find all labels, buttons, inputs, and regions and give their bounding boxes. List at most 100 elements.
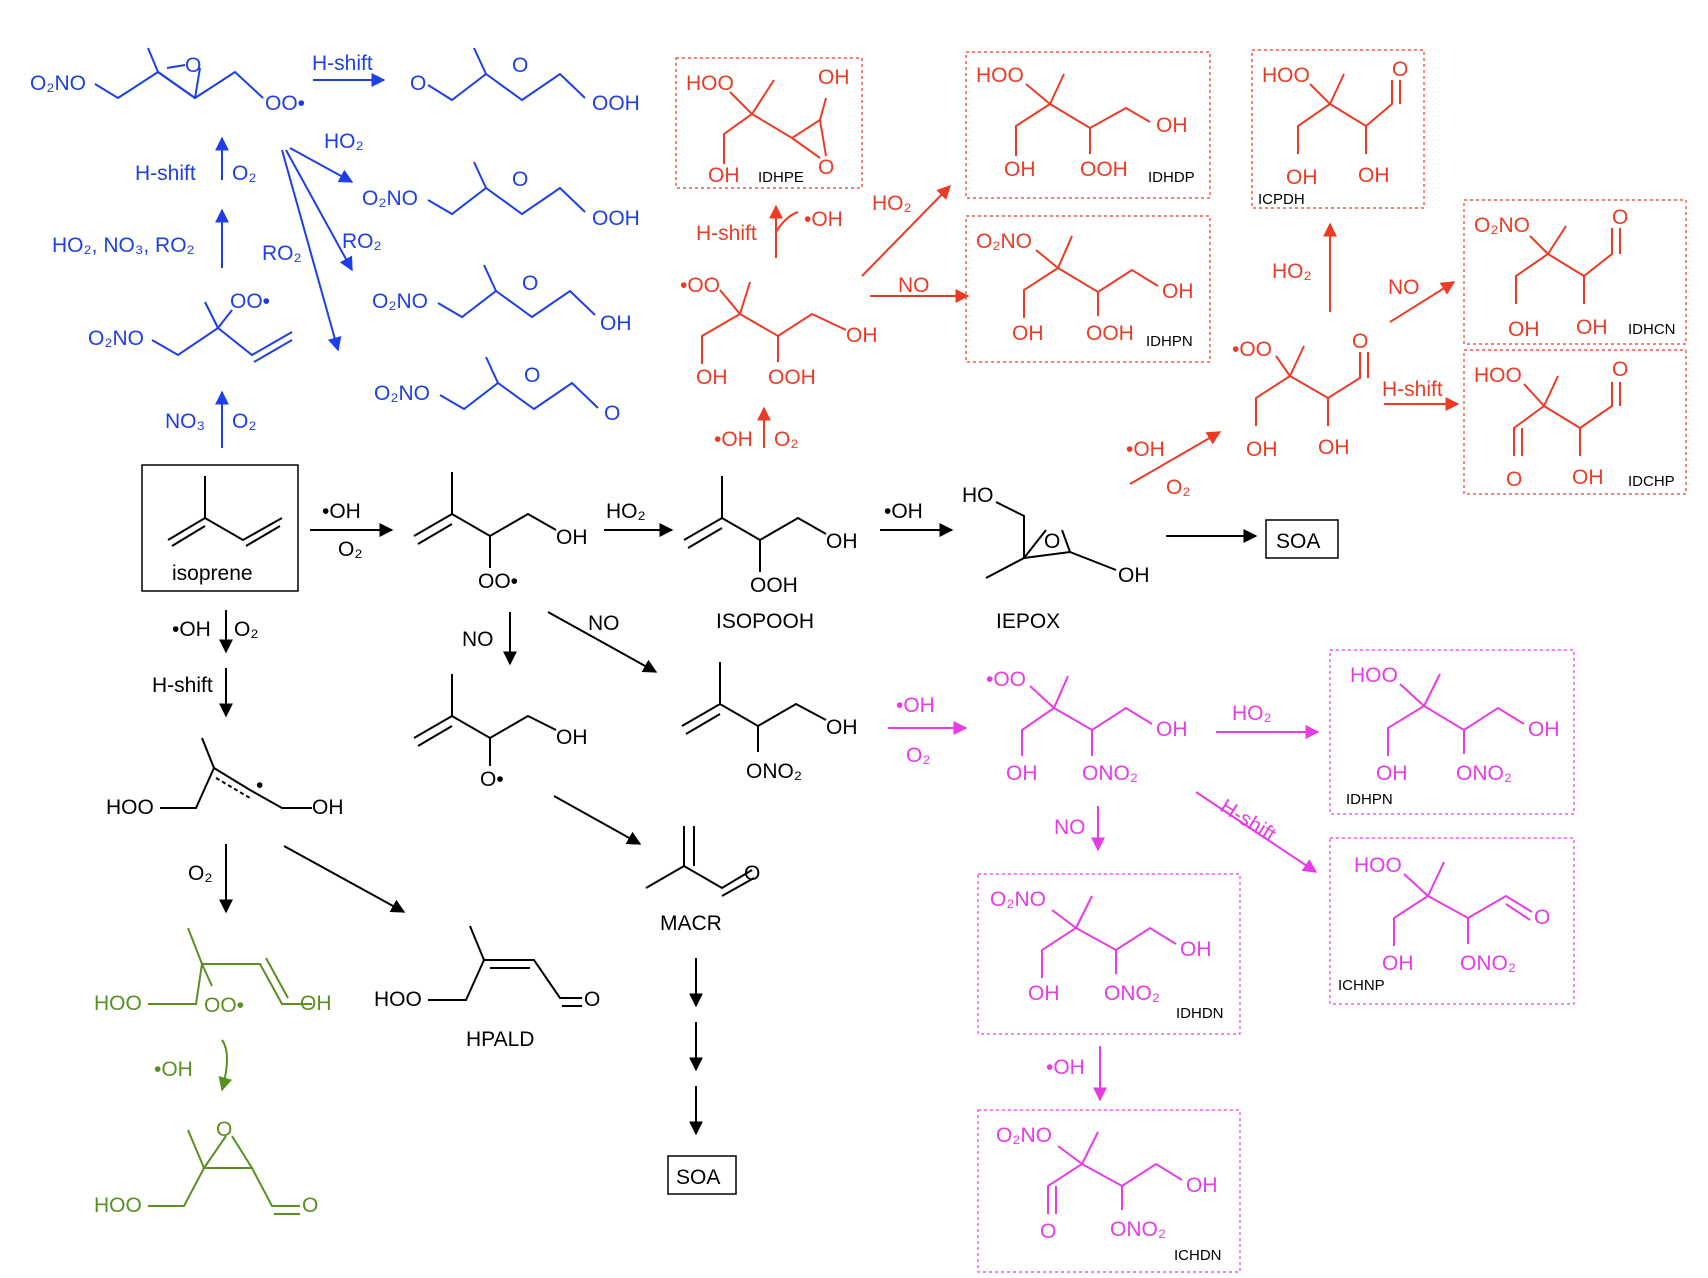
hshift-label: H-shift bbox=[135, 162, 196, 185]
ono2-label: ONO₂ bbox=[1110, 1218, 1166, 1241]
oh-label: OH bbox=[708, 164, 740, 187]
ooh-label: OOH bbox=[750, 574, 798, 597]
macr-label: MACR bbox=[660, 912, 722, 935]
aldehyde-o: O bbox=[584, 988, 600, 1011]
oh-label: OH bbox=[696, 366, 728, 389]
ooh-label: OOH bbox=[768, 366, 816, 389]
idchp-label: IDCHP bbox=[1628, 473, 1675, 490]
hshift-label: H-shift bbox=[312, 52, 373, 75]
oh-label: OH bbox=[1376, 762, 1408, 785]
hshift-label: H-shift bbox=[152, 674, 213, 697]
aldehyde-o: O bbox=[1392, 58, 1408, 81]
ichdn-box bbox=[977, 1109, 1241, 1273]
o-radical-label: O• bbox=[480, 768, 504, 791]
hshift-label: H-shift bbox=[696, 222, 757, 245]
oh-label: OH bbox=[1012, 322, 1044, 345]
isopooh-label: ISOPOOH bbox=[716, 610, 814, 633]
oh-label: OH bbox=[1156, 114, 1188, 137]
hoo-label: HOO bbox=[1354, 854, 1402, 877]
o2-label: O₂ bbox=[1166, 476, 1191, 499]
idhdn-label: IDHDN bbox=[1176, 1005, 1224, 1022]
red-isopooh-oh-pathway: •OH O₂ •OO OH OH OOH H-shift •OH HOO OH … bbox=[675, 49, 1687, 499]
oh-label: OH bbox=[1246, 438, 1278, 461]
idhpn-label: IDHPN bbox=[1346, 791, 1393, 808]
oo-radical-label: OO• bbox=[478, 570, 518, 593]
ono2-label: ONO₂ bbox=[1460, 952, 1516, 975]
o2-label: O₂ bbox=[188, 862, 213, 885]
o2no-label: O₂NO bbox=[374, 382, 430, 405]
oh-label: OH bbox=[556, 526, 588, 549]
no-label: NO bbox=[588, 612, 620, 635]
oh-label: OH bbox=[1572, 466, 1604, 489]
idhdp-box bbox=[965, 51, 1211, 199]
oh-label: OH bbox=[1162, 280, 1194, 303]
oh-label: OH bbox=[1508, 318, 1540, 341]
ooh-label: OOH bbox=[1080, 158, 1128, 181]
oo-radical-left-label: •OO bbox=[986, 668, 1026, 691]
oh-label: OH bbox=[1028, 982, 1060, 1005]
oh-label: OH bbox=[1358, 164, 1390, 187]
hoo-label: HOO bbox=[1474, 364, 1522, 387]
icpdh-label: ICPDH bbox=[1258, 191, 1305, 208]
oh-label: OH bbox=[846, 324, 878, 347]
ro2-label: RO₂ bbox=[262, 242, 302, 265]
o2no-label: O₂NO bbox=[990, 888, 1046, 911]
oh-label: OH bbox=[1180, 938, 1212, 961]
no3-label: NO₃ bbox=[165, 410, 205, 433]
aldehyde-o: O bbox=[1612, 358, 1628, 381]
aldehyde-o: O bbox=[1506, 468, 1522, 491]
oh-label: OH bbox=[1118, 564, 1150, 587]
soa-label: SOA bbox=[1276, 530, 1320, 553]
ho2-label: HO₂ bbox=[1232, 702, 1272, 725]
epoxide-o: O bbox=[522, 272, 538, 295]
oo-radical-label: OO• bbox=[204, 994, 244, 1017]
oh-label: OH bbox=[1286, 166, 1318, 189]
hoo-label: HOO bbox=[1350, 664, 1398, 687]
o2-label: O₂ bbox=[906, 744, 931, 767]
oh-label: OH bbox=[1156, 718, 1188, 741]
o2no-label: O₂NO bbox=[976, 230, 1032, 253]
o2-label: O₂ bbox=[774, 428, 799, 451]
oh-label: OH bbox=[1004, 158, 1036, 181]
o2no-label: O₂NO bbox=[362, 187, 418, 210]
idhpn-box-red bbox=[965, 215, 1211, 363]
hoo-label: HOO bbox=[1262, 64, 1310, 87]
epoxide-o: O bbox=[512, 168, 528, 191]
oh-label: OH bbox=[826, 530, 858, 553]
icpdh-box bbox=[1251, 49, 1425, 209]
oh-radical-label: •OH bbox=[804, 208, 843, 231]
epoxide-o: O bbox=[216, 1118, 232, 1141]
oh-label: OH bbox=[1006, 762, 1038, 785]
o2-label: O₂ bbox=[232, 410, 257, 433]
oh-label: OH bbox=[818, 66, 850, 89]
ho2-label: HO₂ bbox=[606, 500, 646, 523]
oh-label: OH bbox=[312, 796, 344, 819]
ichnp-label: ICHNP bbox=[1338, 977, 1385, 994]
o2no-label: O₂NO bbox=[88, 327, 144, 350]
ho2-label: HO₂ bbox=[1272, 260, 1312, 283]
ho2-label: HO₂ bbox=[872, 192, 912, 215]
iepox-label: IEPOX bbox=[996, 610, 1060, 633]
isoprene-label: isoprene bbox=[172, 562, 253, 585]
radical-dot: • bbox=[256, 774, 263, 797]
epoxide-o: O bbox=[185, 54, 201, 77]
epoxide-o: O bbox=[1044, 530, 1060, 553]
o2no-label: O₂NO bbox=[1474, 214, 1530, 237]
ono2-label: ONO₂ bbox=[1082, 762, 1138, 785]
no-label: NO bbox=[1054, 816, 1086, 839]
idhpe-label: IDHPE bbox=[758, 169, 804, 186]
oh-radical-label: •OH bbox=[896, 694, 935, 717]
idhpn-label: IDHPN bbox=[1146, 333, 1193, 350]
ono2-label: ONO₂ bbox=[1456, 762, 1512, 785]
oh-label: OH bbox=[826, 716, 858, 739]
idhdp-label: IDHDP bbox=[1148, 169, 1195, 186]
isoprene-box bbox=[141, 464, 299, 592]
o2no-label: O₂NO bbox=[372, 290, 428, 313]
epoxide-o: O bbox=[818, 156, 834, 179]
soa-box bbox=[667, 1155, 737, 1195]
ho-label: HO bbox=[962, 484, 994, 507]
ooh-label: OOH bbox=[1086, 322, 1134, 345]
hoo-label: HOO bbox=[374, 988, 422, 1011]
no-label: NO bbox=[898, 274, 930, 297]
o2no-label: O₂NO bbox=[30, 72, 86, 95]
